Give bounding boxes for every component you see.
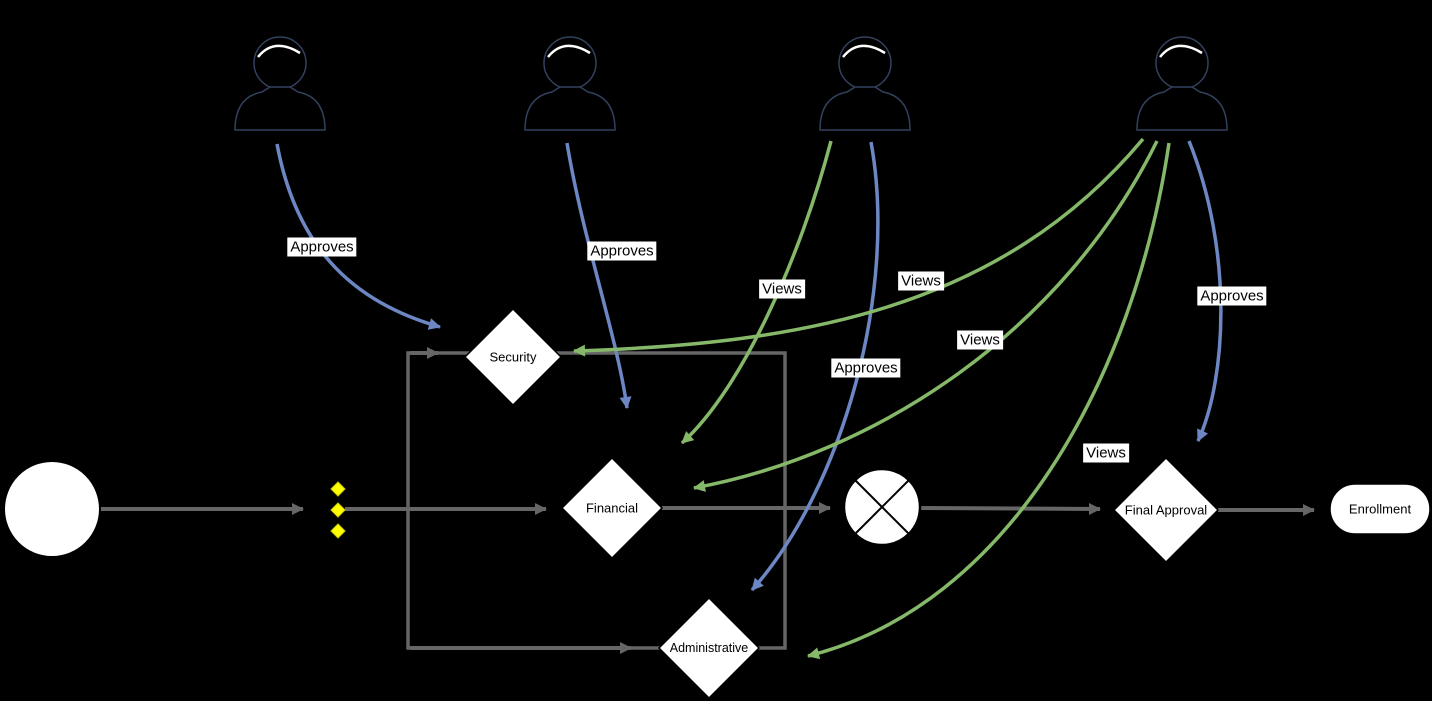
final-approval-node-label: Final Approval [1124,502,1208,518]
enrollment-node[interactable] [1329,483,1431,535]
financial-node-label: Financial [585,500,639,516]
user-icon-4[interactable] [1136,36,1228,131]
views-edge-actor4-security [573,137,1145,357]
edge-label-views-2: Views [898,271,944,291]
approves-edge-actor2-financial [565,142,632,409]
final-approval-node[interactable] [1112,456,1220,564]
approves-edge-actor3-administrative [750,141,880,592]
security-node[interactable] [463,307,563,407]
merge-gateway-node[interactable] [842,467,922,547]
administrative-node-label: Administrative [669,641,749,655]
approves-edge-actor1-security [275,143,441,330]
flow-edges [100,347,1315,654]
edge-label-approves-2: Approves [587,241,657,261]
enrollment-node-label: Enrollment [1348,501,1412,517]
views-edge-actor4-administrative [807,142,1171,660]
fork-dots-icon[interactable] [330,481,346,539]
edge-label-approves-4: Approves [1197,286,1267,306]
edge-label-views-1: Views [759,279,805,299]
user-icon-1[interactable] [234,36,326,131]
security-node-label: Security [489,349,537,365]
approves-edge-actor4-final [1187,140,1223,442]
edge-label-views-4: Views [1083,443,1129,463]
views-edge-actor4-financial [693,140,1159,492]
edge-label-approves-1: Approves [287,237,357,257]
actors [234,36,1228,131]
administrative-node[interactable] [657,596,761,700]
start-node[interactable] [3,460,101,558]
edge-label-views-3: Views [957,330,1003,350]
financial-node[interactable] [560,456,664,560]
edge-label-approves-3: Approves [831,358,901,378]
x-mark-icon [854,479,910,535]
user-icon-2[interactable] [524,36,616,131]
flow-edge-merge-to-final [920,502,1101,515]
user-icon-3[interactable] [819,36,911,131]
views-edge-actor3-financial [680,140,833,445]
